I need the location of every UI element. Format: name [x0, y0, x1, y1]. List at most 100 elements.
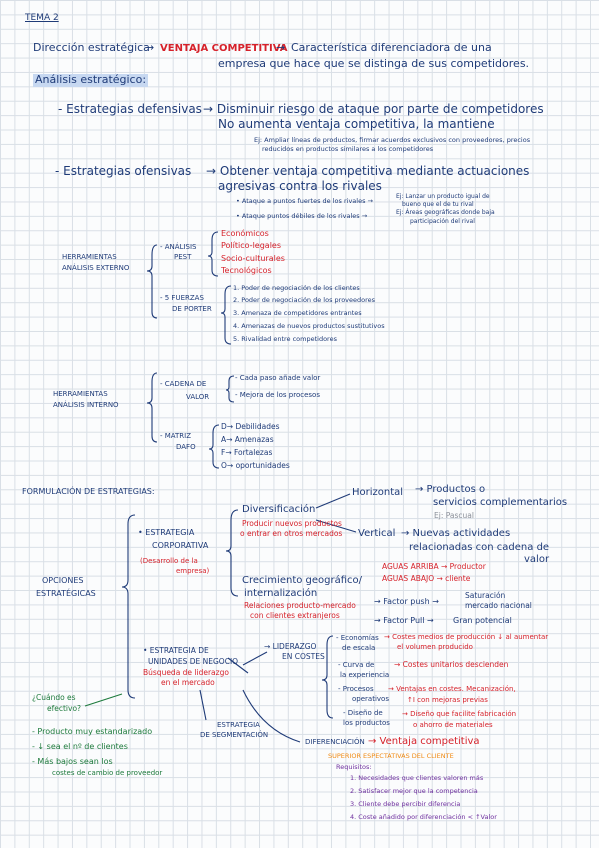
diseno-label2: los productos [343, 719, 390, 727]
cuando-title1: ¿Cuándo es [32, 693, 76, 702]
curva-label2: la experiencia [340, 671, 390, 679]
procesos-label1: - Procesos [338, 685, 374, 693]
requisito-item: 2. Satisfacer mejor que la competencia [350, 787, 478, 795]
ofensivas-example2-line2: participación del rival [410, 218, 475, 225]
vertical-desc1: → Nuevas actividades [401, 528, 511, 539]
cuando-item: - Producto muy estandarizado [32, 727, 153, 736]
brace-liderazgo [321, 635, 334, 719]
ofensivas-line1: → Obtener ventaja competitiva mediante a… [206, 164, 530, 178]
brace-porter [220, 285, 232, 345]
negocio-desc1: Búsqueda de liderazgo [143, 668, 229, 677]
crecimiento-desc1: Relaciones producto-mercado [244, 601, 356, 610]
pest-item: Político-legales [221, 241, 282, 250]
diferenciacion-desc: → Ventaja competitiva [368, 736, 480, 747]
negocio-title1: • ESTRATEGIA DE [143, 646, 209, 655]
porter-label2: DE PORTER [172, 305, 212, 313]
pest-item: Económicos [221, 229, 269, 238]
porter-item: 5. Rivalidad entre competidores [233, 335, 337, 343]
opciones-title2: ESTRATÉGICAS [36, 589, 96, 598]
arrow-diferenciacion [242, 689, 301, 743]
cuando-item: - Más bajos sean los [32, 757, 113, 766]
corporativa-title2: CORPORATIVA [152, 541, 209, 550]
diseno-desc1: → Diseño que facilite fabricación [402, 710, 517, 718]
curva-desc: → Costes unitarios descienden [394, 660, 509, 669]
vertical-desc2: relacionadas con cadena de [409, 542, 550, 553]
ofensivas-line2: agresivas contra los rivales [218, 179, 382, 193]
push-desc2: mercado nacional [465, 601, 532, 610]
cuando-title2: efectivo? [47, 704, 82, 713]
diseno-desc2: o ahorro de materiales [413, 721, 493, 729]
cadena-item: - Mejora de los procesos [235, 391, 320, 399]
requisito-item: 4. Coste añadido por diferenciación < ↑V… [350, 813, 497, 821]
direccion-label: Dirección estratégica [33, 41, 150, 54]
factor-pull: → Factor Pull → [374, 616, 434, 625]
vertical-label: Vertical [358, 528, 396, 539]
ofensivas-example1-line2: bueno que el de tu rival [402, 201, 474, 208]
arrow-ventaja [227, 657, 249, 674]
diseno-label1: - Diseño de [343, 709, 383, 717]
procesos-desc2: ↑I con mejoras previas [407, 696, 488, 704]
dafo-item: A→ Amenazas [221, 435, 274, 444]
crecimiento-label1: Crecimiento geográfico/ [242, 575, 363, 586]
brace-externo [146, 244, 158, 319]
requisito-item: 3. Cliente debe percibir diferencia [350, 800, 461, 808]
aguas-arriba: AGUAS ARRIBA → Productor [382, 562, 486, 571]
dafo-item: F→ Fortalezas [221, 448, 273, 457]
arrow-icon: → [145, 41, 155, 54]
negocio-desc2: en el mercado [161, 678, 215, 687]
cadena-item: - Cada paso añade valor [235, 374, 321, 382]
cadena-label2: VALOR [186, 393, 210, 401]
arrow-segmentacion [199, 689, 207, 721]
formulacion-heading: FORMULACIÓN DE ESTRATEGIAS: [22, 487, 155, 496]
defensivas-example-line1: Ej: Ampliar líneas de productos, firmar … [254, 136, 531, 144]
ofensivas-bullet2: • Ataque puntos débiles de los rivales → [236, 212, 368, 220]
porter-item: 1. Poder de negociación de los clientes [233, 284, 360, 292]
economias-desc2: el volumen producido [397, 643, 473, 651]
arrow-liderazgo [242, 651, 268, 666]
ofensivas-example2-line1: Ej: Áreas geográficas donde baja [396, 209, 495, 216]
pull-desc: Gran potencial [453, 616, 512, 625]
pest-item: Socio-culturales [221, 254, 285, 263]
porter-item: 3. Amenaza de competidores entrantes [233, 309, 362, 317]
pest-label1: - ANÁLISIS [160, 243, 197, 251]
porter-item: 2. Poder de negociación de los proveedor… [233, 296, 376, 304]
vertical-desc3: valor [524, 554, 550, 565]
economias-desc1: → Costes medios de producción ↓ al aumen… [384, 633, 549, 641]
liderazgo-label2: EN COSTES [282, 652, 325, 661]
corporativa-title1: • ESTRATEGIA [138, 528, 195, 537]
defensivas-example-line2: reducidos en productos similares a los c… [262, 145, 434, 153]
procesos-label2: operativos [352, 695, 389, 703]
horizontal-desc1: → Productos o [415, 484, 486, 495]
pest-label2: PEST [174, 253, 192, 261]
corporativa-sub1: (Desarrollo de la [140, 557, 198, 565]
arrow-icon: → [276, 41, 286, 54]
factor-push: → Factor push → [374, 597, 439, 606]
dafo-item: O→ oportunidades [221, 461, 290, 470]
brace-pest [207, 231, 219, 277]
herr-externo-title1: HERRAMIENTAS [62, 253, 117, 261]
crecimiento-desc2: con clientes extranjeros [250, 611, 340, 620]
aguas-abajo: AGUAS ABAJO → cliente [382, 574, 471, 583]
herr-interno-title1: HERRAMIENTAS [53, 390, 108, 398]
herr-externo-title2: ANÁLISIS EXTERNO [62, 264, 130, 272]
ventaja-competitiva-label: VENTAJA COMPETITIVA [160, 43, 288, 54]
horizontal-label: Horizontal [352, 487, 404, 498]
horizontal-desc2: servicios complementarios [433, 497, 568, 508]
porter-item: 4. Amenazas de nuevos productos sustitut… [233, 322, 385, 330]
ofensivas-label: - Estrategias ofensivas [55, 164, 192, 178]
cuando-item: costes de cambio de proveedor [52, 769, 163, 777]
brace-cadena [225, 375, 235, 403]
economias-label1: - Economías [336, 634, 379, 642]
defensivas-line2: No aumenta ventaja competitiva, la manti… [218, 117, 495, 131]
pest-item: Tecnológicos [221, 266, 272, 275]
requisitos-label: Requisitos: [336, 763, 372, 771]
ofensivas-example1-line1: Ej: Lanzar un producto igual de [396, 193, 490, 200]
ofensivas-bullet1: • Ataque a puntos fuertes de los rivales… [236, 197, 373, 205]
dafo-label2: DAFO [176, 443, 196, 451]
diferenciacion-highlight: SUPERIOR ESPECTATIVAS DEL CLIENTE [328, 752, 454, 760]
defensivas-label: - Estrategias defensivas [58, 102, 202, 116]
ventaja-definition-line1: Característica diferenciadora de una [291, 41, 492, 54]
corporativa-sub2: empresa) [176, 567, 210, 575]
defensivas-line1: → Disminuir riesgo de ataque por parte d… [203, 102, 544, 116]
